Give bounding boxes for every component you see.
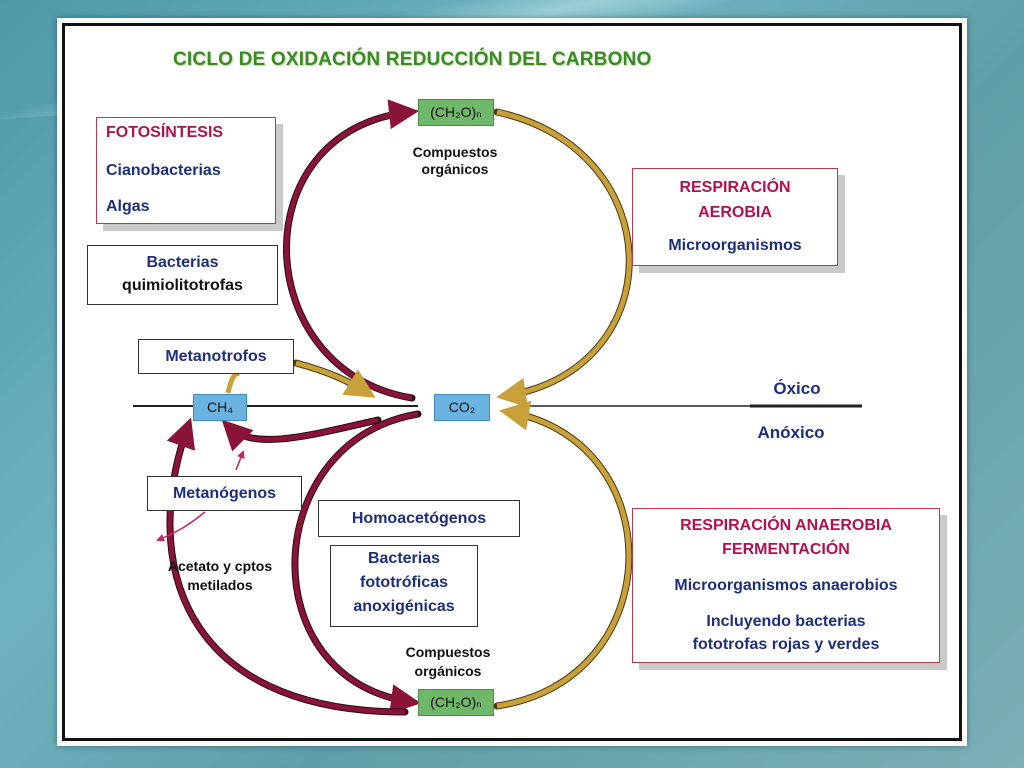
metanogenos-box: Metanógenos — [147, 476, 302, 511]
box-item: Microorganismos — [668, 237, 802, 254]
box-line: Bacterias — [367, 550, 441, 567]
arrow-fixation-bottom — [292, 411, 421, 715]
fotosintesis-box: FOTOSÍNTESIS Cianobacterias Algas — [96, 117, 276, 224]
anoxico-label: Anóxico — [757, 423, 825, 442]
respiracion-aerobia-box: RESPIRACIÓN AEROBIA Microorganismos — [632, 168, 838, 266]
box-line: fototróficas — [360, 574, 448, 591]
arrow-fixation-top-outline — [283, 108, 416, 402]
box-item: Microorganismos anaerobios — [674, 577, 898, 594]
metanotrofos-box: Metanotrofos — [138, 339, 294, 374]
fotosintesis-item: Algas — [106, 198, 150, 215]
box-line: anoxigénicas — [353, 598, 455, 615]
label-line: metilados — [187, 577, 253, 593]
arrow-respiration-bottom — [496, 400, 632, 709]
respiracion-anaerobia-box: RESPIRACIÓN ANAEROBIA FERMENTACIÓN Micro… — [632, 508, 940, 663]
arrow-fixation-top — [284, 99, 419, 401]
homoacetogenos-box: Homoacetógenos — [318, 500, 520, 537]
box-line: Bacterias — [146, 254, 219, 271]
ch2o-bottom-node: (CH₂O)ₙ — [418, 689, 494, 716]
arrow-respiration-bottom-outline — [493, 408, 633, 710]
box-item: fototrofas rojas y verdes — [692, 636, 880, 653]
arrow-respiration-top-outline — [493, 108, 633, 400]
arrow-respiration-top — [496, 109, 632, 408]
co2-node: CO₂ — [434, 394, 490, 421]
arrow-co2-to-ch4 — [221, 417, 379, 452]
acetato-label: Acetato y cptos metilados — [150, 557, 290, 595]
label-line: Compuestos — [412, 144, 498, 160]
box-item: Incluyendo bacterias — [706, 613, 866, 630]
label-line: Compuestos — [405, 644, 491, 660]
compuestos-organicos-top: Compuestos orgánicos — [395, 144, 515, 178]
arrow-methanotrophy — [295, 360, 376, 398]
label-line: orgánicos — [414, 663, 482, 679]
box-line: quimiolitotrofas — [122, 277, 243, 294]
label-line: Acetato y cptos — [167, 558, 273, 574]
arrow-methanotroph-stem — [225, 371, 242, 394]
bacterias-fototroficas-box: Bacterias fototróficas anoxigénicas — [330, 545, 478, 627]
fotosintesis-item: Cianobacterias — [106, 162, 221, 179]
compuestos-organicos-bottom: Compuestos orgánicos — [388, 643, 508, 681]
fotosintesis-heading: FOTOSÍNTESIS — [106, 124, 224, 141]
ch2o-top-node: (CH₂O)ₙ — [418, 99, 494, 126]
box-heading: RESPIRACIÓN — [679, 179, 791, 196]
arrow-methanogen-small — [235, 450, 245, 471]
box-heading: FERMENTACIÓN — [722, 541, 850, 558]
ch4-node: CH₄ — [193, 394, 247, 421]
box-heading: RESPIRACIÓN ANAEROBIA — [680, 517, 892, 534]
diagram-title: CICLO DE OXIDACIÓN REDUCCIÓN DEL CARBONO — [173, 49, 652, 70]
box-heading: AEROBIA — [698, 204, 772, 221]
label-line: orgánicos — [421, 161, 489, 177]
arrow-acetate-small — [156, 511, 206, 542]
bacterias-quimiolitotrofas-box: Bacterias quimiolitotrofas — [87, 245, 278, 305]
oxico-label: Óxico — [773, 379, 821, 398]
